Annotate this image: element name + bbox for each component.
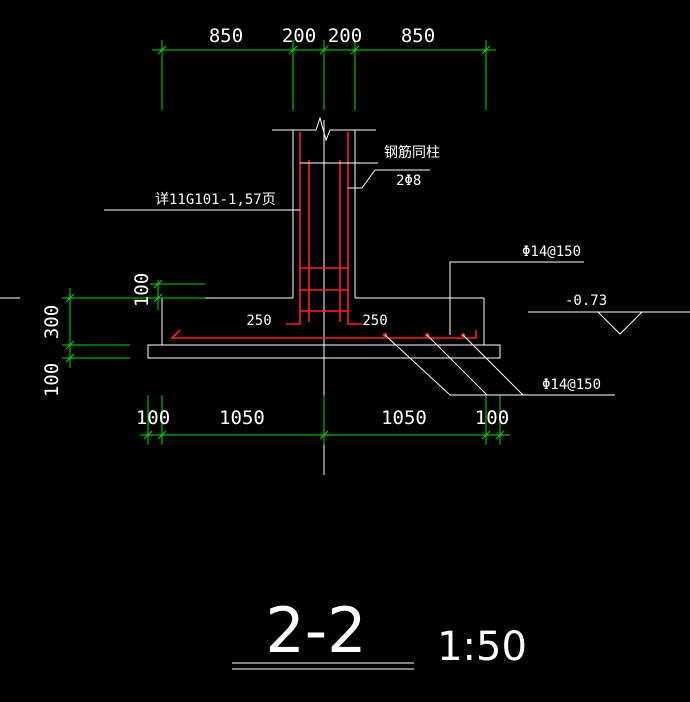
bottom-dimension-line [140, 395, 510, 445]
top-dimension-line [152, 40, 496, 110]
bar-offset-left: 250 [246, 313, 271, 329]
section-title: 2-2 [265, 594, 366, 667]
dim-bottom-2: 1050 [219, 407, 265, 429]
note-reference: 详11G101-1,57页 [155, 192, 276, 208]
elevation-value: -0.73 [565, 293, 607, 309]
bar-offset-right: 250 [362, 313, 387, 329]
dim-top-3: 200 [328, 25, 362, 47]
break-line [272, 116, 376, 142]
dim-left-top: 100 [131, 273, 153, 307]
column-bar-left-outer [286, 132, 301, 325]
dim-left-1: 300 [41, 305, 63, 339]
blinding-layer [147, 344, 501, 359]
scale-label: 1:50 [437, 624, 527, 670]
dim-left-2: 100 [41, 363, 63, 397]
dim-top-2: 200 [282, 25, 316, 47]
dim-top-1: 850 [209, 25, 243, 47]
reinforcement [170, 132, 477, 339]
note-stirrups: 2Φ8 [396, 173, 421, 189]
note-bottom-bars: Φ14@150 [542, 377, 601, 393]
dim-bottom-3: 1050 [381, 407, 427, 429]
left-dimension-line [62, 279, 205, 368]
column-bar-right-outer [347, 132, 362, 325]
note-top-bars: Φ14@150 [522, 244, 581, 260]
footing-bottom-bar [170, 329, 477, 339]
dim-bottom-1: 100 [136, 407, 170, 429]
elevation-mark [528, 311, 690, 335]
note-column-bars: 钢筋同柱 [384, 144, 440, 161]
dim-top-4: 850 [401, 25, 435, 47]
dim-bottom-4: 100 [475, 407, 509, 429]
